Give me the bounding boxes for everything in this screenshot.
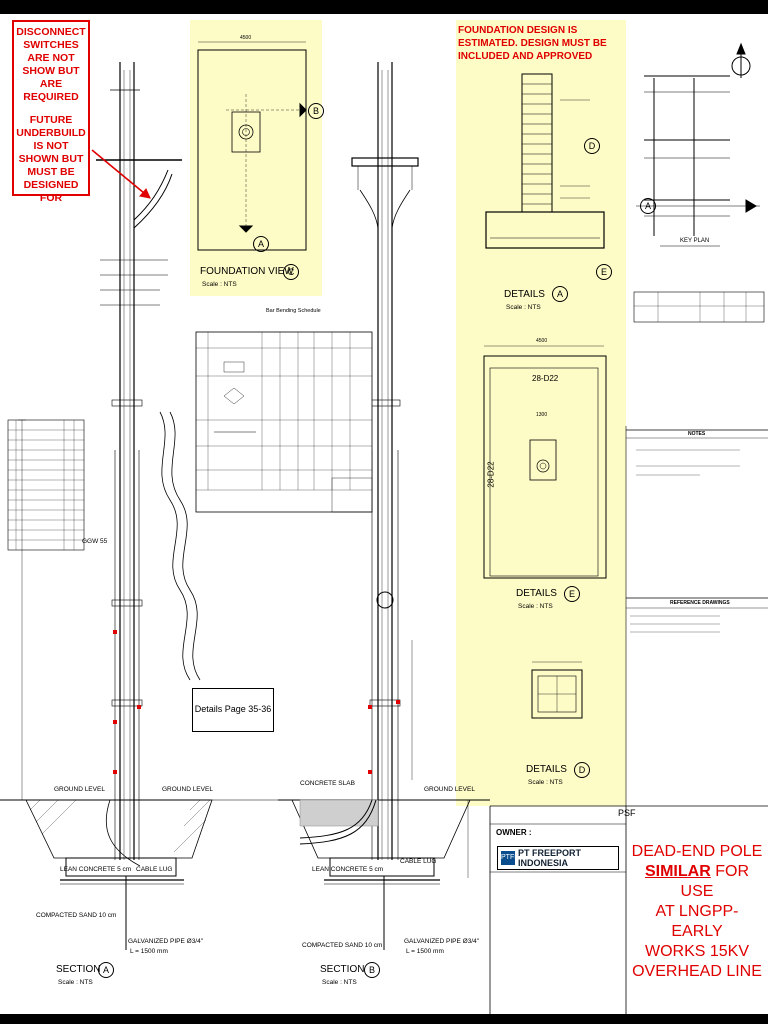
details-e-rebar-side: 28-D22 bbox=[486, 461, 496, 488]
details-e-scale: Scale : NTS bbox=[518, 603, 553, 610]
foundation-view-scale: Scale : NTS bbox=[202, 281, 237, 288]
details-d-scale: Scale : NTS bbox=[528, 779, 563, 786]
warning-underbuild-text: FUTURE UNDERBUILD IS NOT SHOWN BUT MUST … bbox=[16, 114, 86, 204]
company-logo-mark: PTFI bbox=[501, 851, 516, 865]
section-marker-b: B bbox=[308, 103, 324, 119]
cable-lug-a: CABLE LUG bbox=[136, 866, 173, 873]
dead-end-line4: WORKS 15KV bbox=[644, 943, 750, 960]
warning-disconnect-text: DISCONNECT SWITCHES ARE NOT SHOW BUT ARE… bbox=[16, 26, 86, 103]
section-b-title: SECTION bbox=[320, 964, 365, 975]
details-e-rebar-top: 28-D22 bbox=[532, 374, 559, 383]
galv-pipe-a: GALVANIZED PIPE Ø3/4" bbox=[128, 938, 204, 945]
top-border bbox=[0, 0, 768, 14]
compacted-sand-b: COMPACTED SAND 10 cm bbox=[302, 942, 383, 949]
section-marker-a: A bbox=[253, 236, 269, 252]
company-name: PT FREEPORT INDONESIA bbox=[518, 848, 582, 868]
foundation-view-title: FOUNDATION VIEW bbox=[200, 266, 294, 277]
details-e-marker: E bbox=[564, 586, 580, 602]
bottom-border bbox=[0, 1014, 768, 1024]
details-a-marker: A bbox=[552, 286, 568, 302]
key-plan-title: KEY PLAN bbox=[680, 238, 710, 244]
dead-end-for-use: FOR USE bbox=[680, 863, 749, 900]
notes-title: NOTES bbox=[688, 431, 706, 437]
schedule-title: Bar Bending Schedule bbox=[266, 308, 321, 314]
dead-end-note: DEAD-END POLE SIMILAR FOR USE AT LNGPP-E… bbox=[630, 842, 764, 982]
warning-note-box: DISCONNECT SWITCHES ARE NOT SHOW BUT ARE… bbox=[12, 20, 90, 204]
pipe-length-a: L = 1500 mm bbox=[130, 948, 168, 955]
section-b-marker: B bbox=[364, 962, 380, 978]
details-d-callout: D bbox=[584, 138, 600, 154]
dead-end-line3: AT LNGPP-EARLY bbox=[655, 903, 739, 940]
details-d-title: DETAILS bbox=[526, 764, 567, 775]
ground-level-a-right: GROUND LEVEL bbox=[162, 786, 213, 793]
foundation-view-marker: C bbox=[283, 264, 299, 280]
owner-label: OWNER : bbox=[496, 828, 532, 837]
pipe-length-b: L = 1500 mm bbox=[406, 948, 444, 955]
details-a-title: DETAILS bbox=[504, 289, 545, 300]
cable-lug-b: CABLE LUG bbox=[400, 858, 437, 865]
lean-concrete-b: LEAN CONCRETE 5 cm bbox=[312, 866, 384, 873]
foundation-view-dim: 4500 bbox=[240, 35, 252, 41]
key-plan-marker-a: A bbox=[640, 198, 656, 214]
galv-pipe-b: GALVANIZED PIPE Ø3/4" bbox=[404, 938, 480, 945]
details-a-scale: Scale : NTS bbox=[506, 304, 541, 311]
lean-concrete-a: LEAN CONCRETE 5 cm bbox=[60, 866, 132, 873]
section-a-scale: Scale : NTS bbox=[58, 979, 93, 986]
section-a-title: SECTION bbox=[56, 964, 101, 975]
dead-end-line5: OVERHEAD LINE bbox=[632, 963, 762, 980]
reference-title: REFERENCE DRAWINGS bbox=[670, 600, 730, 606]
foundation-design-note: FOUNDATION DESIGN IS ESTIMATED. DESIGN M… bbox=[458, 25, 607, 62]
details-e-inner-dim: 1300 bbox=[536, 412, 548, 418]
details-e-callout: E bbox=[596, 264, 612, 280]
dead-end-line1: DEAD-END POLE bbox=[631, 843, 763, 860]
section-b-scale: Scale : NTS bbox=[322, 979, 357, 986]
section-a-marker: A bbox=[98, 962, 114, 978]
ground-level-a-left: GROUND LEVEL bbox=[54, 786, 105, 793]
details-e-title: DETAILS bbox=[516, 588, 557, 599]
details-page-box: Details Page 35-36 bbox=[192, 688, 274, 732]
ggw-label: GGW 55 bbox=[82, 538, 108, 545]
dead-end-similar: SIMILAR bbox=[644, 863, 711, 880]
ground-level-b: GROUND LEVEL bbox=[424, 786, 475, 793]
details-d-marker: D bbox=[574, 762, 590, 778]
concrete-slab-label: CONCRETE SLAB bbox=[300, 780, 355, 787]
dead-end-line2: SIMILAR FOR USE bbox=[630, 862, 764, 902]
company-logo: PTFI PT FREEPORT INDONESIA bbox=[497, 846, 619, 870]
psf-label: PSF bbox=[618, 808, 636, 818]
compacted-sand-a: COMPACTED SAND 10 cm bbox=[36, 912, 117, 919]
details-e-dim: 4500 bbox=[536, 338, 548, 344]
